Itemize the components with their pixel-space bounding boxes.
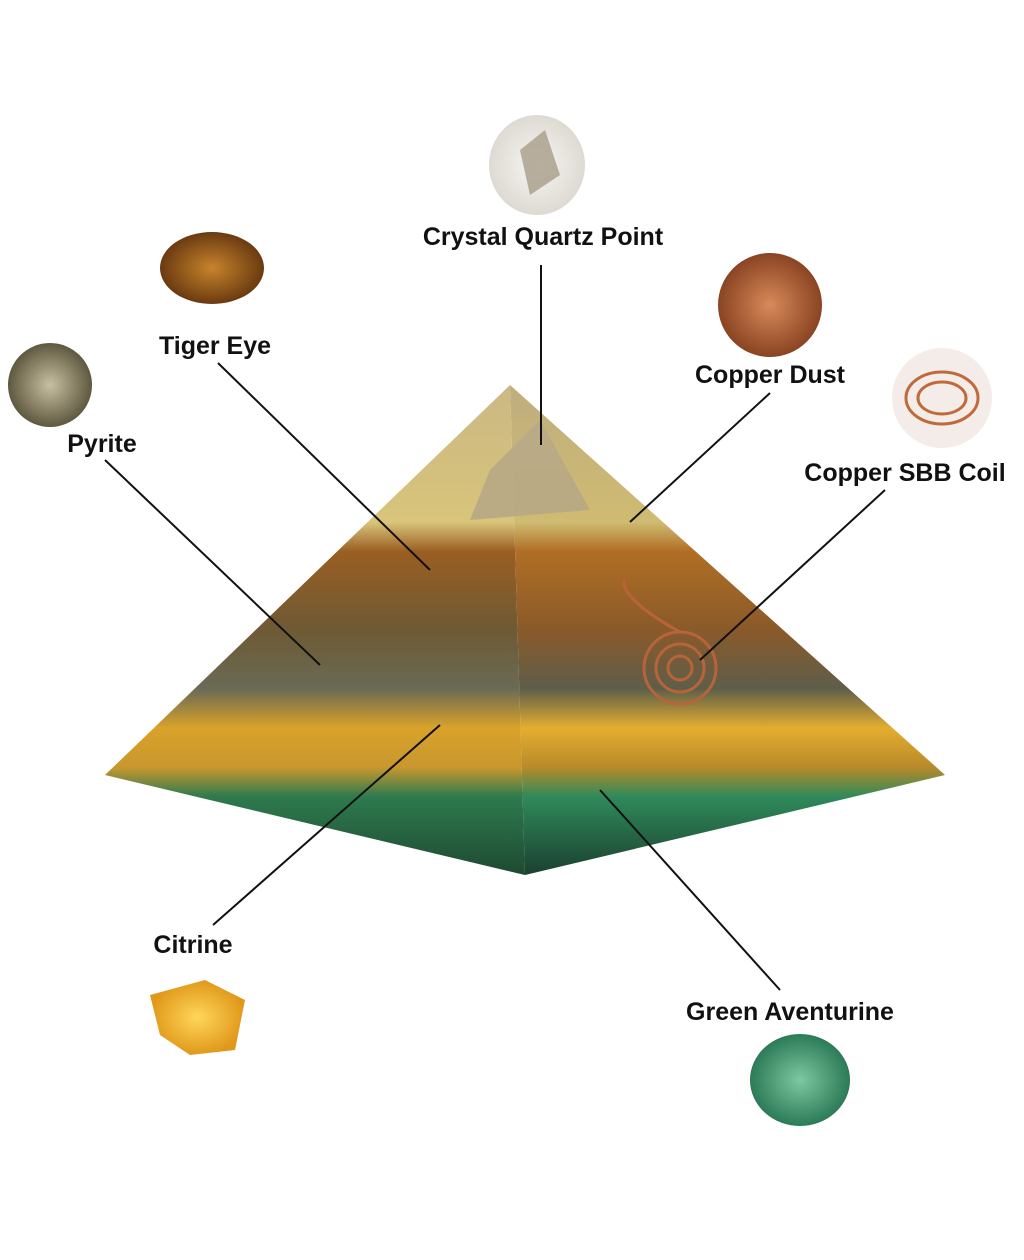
label-tiger-eye: Tiger Eye bbox=[159, 332, 271, 360]
label-citrine: Citrine bbox=[153, 931, 232, 959]
leader-line-copper-dust bbox=[629, 392, 771, 523]
copper-spiral bbox=[622, 579, 718, 706]
leader-line-copper-coil bbox=[699, 489, 886, 661]
orgonite-pyramid bbox=[105, 385, 945, 875]
label-copper-coil: Copper SBB Coil bbox=[804, 459, 1005, 487]
stone-crystal-quartz bbox=[489, 115, 585, 215]
stone-copper-dust bbox=[718, 253, 822, 357]
leader-line-green-aventurine bbox=[599, 789, 781, 991]
stone-green-aventurine bbox=[750, 1034, 850, 1126]
pyramid-right-face bbox=[510, 385, 945, 875]
leader-line-pyrite bbox=[104, 459, 321, 666]
stone-citrine bbox=[150, 980, 245, 1055]
label-pyrite: Pyrite bbox=[67, 430, 137, 458]
pyramid-quartz-point bbox=[470, 420, 590, 520]
stone-pyrite bbox=[8, 343, 92, 427]
leader-line-tiger-eye bbox=[217, 362, 431, 571]
label-copper-dust: Copper Dust bbox=[695, 361, 846, 389]
pyramid-front-face bbox=[105, 385, 525, 875]
stone-copper-coil bbox=[892, 348, 992, 448]
label-crystal-quartz: Crystal Quartz Point bbox=[423, 223, 664, 251]
label-green-aventurine: Green Aventurine bbox=[686, 998, 894, 1026]
stone-tiger-eye bbox=[160, 232, 264, 304]
leader-line-citrine bbox=[212, 724, 441, 926]
